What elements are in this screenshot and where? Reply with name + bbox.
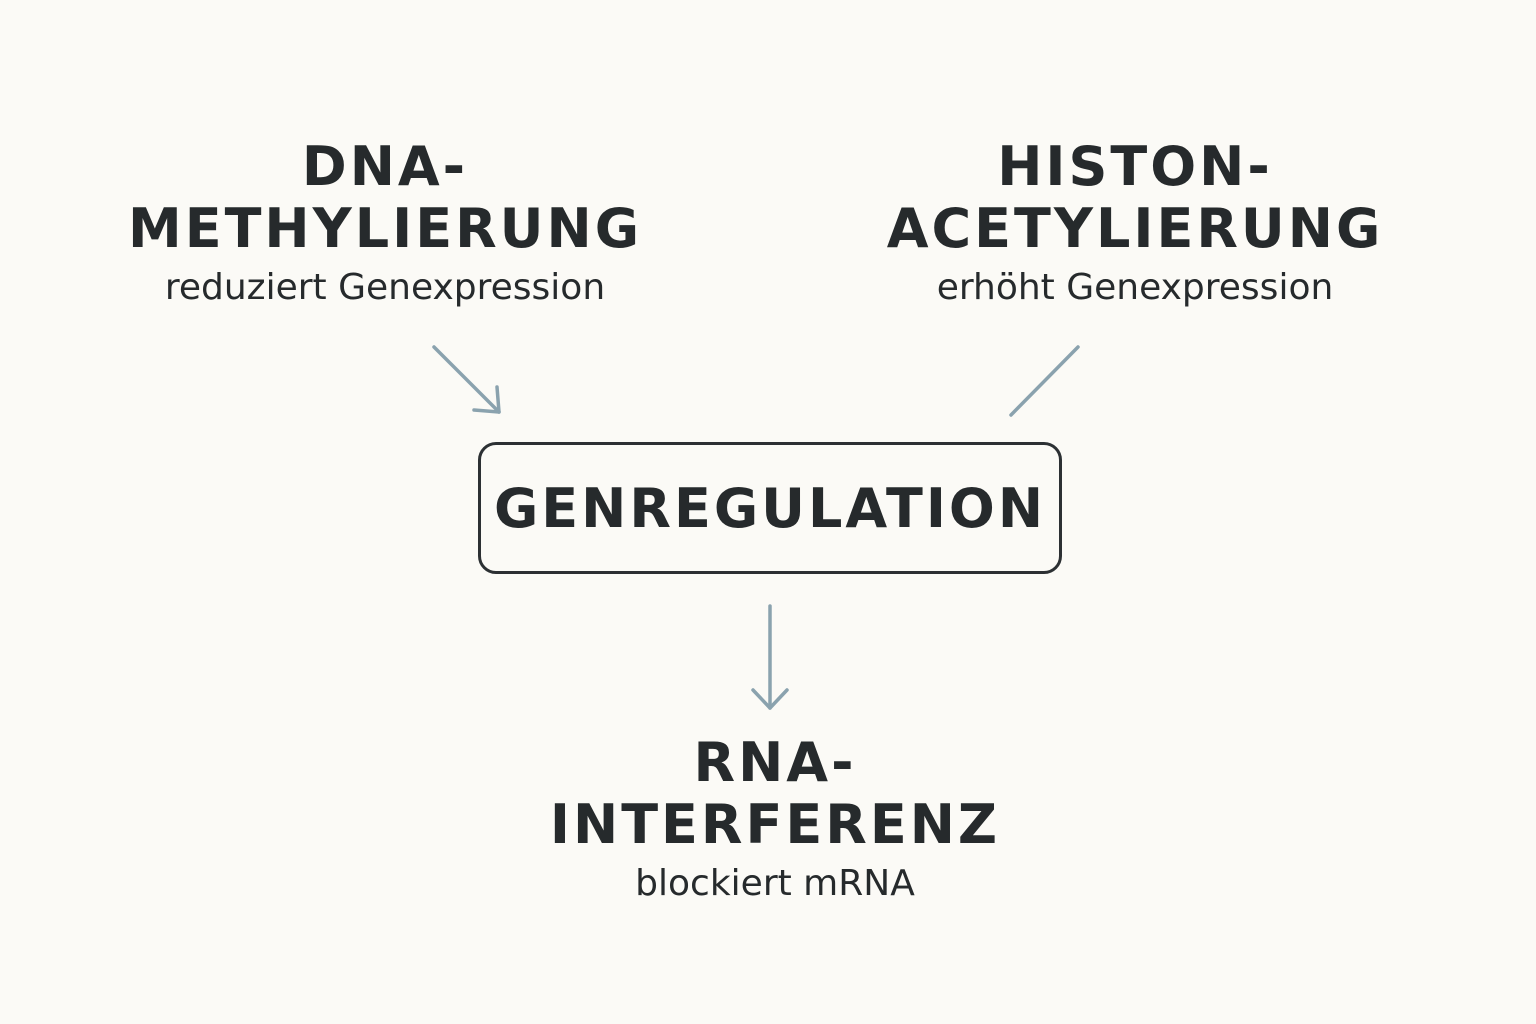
arrow-dna-to-center [432, 345, 501, 414]
rna-title-line2: INTERFERENZ [549, 793, 1001, 856]
genregulation-label: GENREGULATION [493, 476, 1047, 540]
histon-subtitle: erhöht Genexpression [936, 267, 1334, 308]
dna-title-line2: METHYLIERUNG [127, 197, 643, 260]
dna-subtitle: reduziert Genexpression [164, 267, 606, 308]
node-histon-acetylierung: HISTON- ACETYLIERUNG erhöht Genexpressio… [870, 136, 1400, 310]
rna-subtitle: blockiert mRNA [635, 863, 915, 904]
histon-title-line1: HISTON- [997, 135, 1273, 198]
rna-title-line1: RNA- [693, 731, 857, 794]
dna-title-line1: DNA- [301, 135, 469, 198]
node-rna-interferenz: RNA- INTERFERENZ blockiert mRNA [510, 732, 1040, 906]
line-histon-to-center [1009, 345, 1080, 417]
node-genregulation-box: GENREGULATION [478, 442, 1062, 574]
arrow-center-to-rna [751, 604, 789, 710]
node-dna-methylierung: DNA- METHYLIERUNG reduziert Genexpressio… [120, 136, 650, 310]
histon-title-line2: ACETYLIERUNG [886, 197, 1384, 260]
